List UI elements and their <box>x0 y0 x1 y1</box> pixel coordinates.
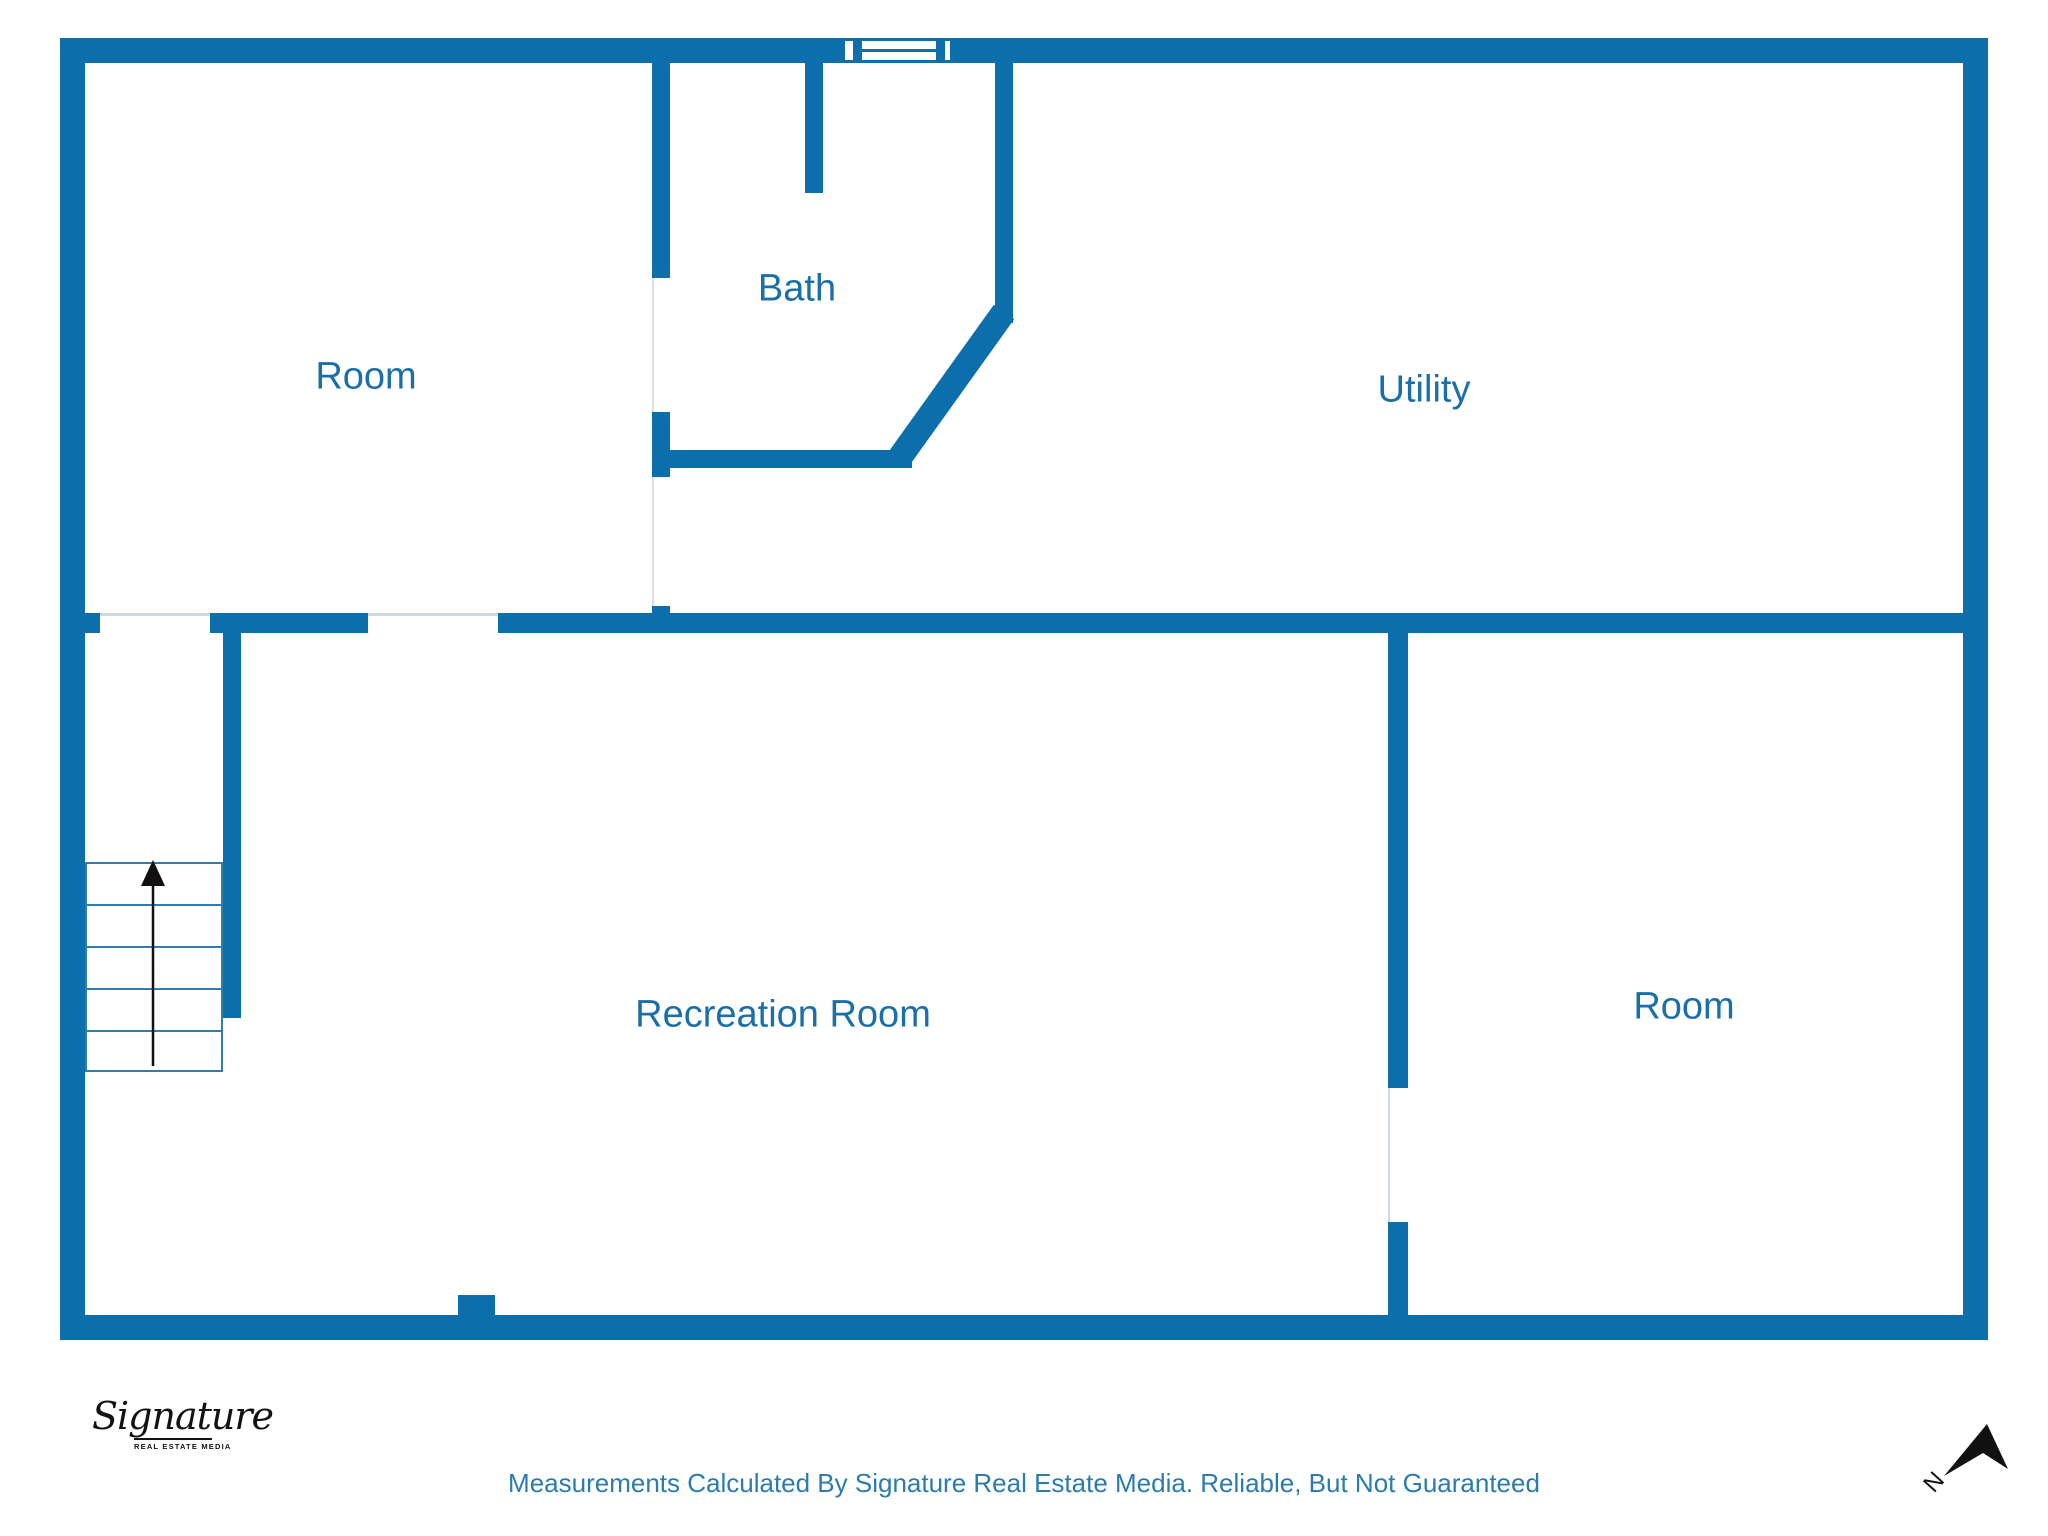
window-glass-line <box>862 49 936 52</box>
logo-tagline-text: REAL ESTATE MEDIA <box>134 1438 230 1451</box>
room-label-bottom-right: Room <box>1633 985 1735 1028</box>
stairs-icon <box>85 860 223 1072</box>
room-label-utility: Utility <box>1377 368 1471 411</box>
wall-rec-room-upper <box>1388 633 1408 1088</box>
wall-outer-left <box>60 38 85 1340</box>
wall-rec-room-lower <box>1388 1222 1408 1315</box>
opening-line-room-rec <box>652 477 654 607</box>
door-opening-line-rec-room <box>1388 1088 1390 1222</box>
window-icon <box>845 38 950 63</box>
wall-middle-stub-left <box>85 613 100 633</box>
window-jamb-right <box>936 38 945 63</box>
wall-joint-stub <box>652 606 670 615</box>
wall-outer-bottom <box>60 1315 1988 1340</box>
room-label-bath: Bath <box>757 267 837 310</box>
wall-bath-diagonal <box>887 304 1015 468</box>
wall-bath-right <box>995 63 1013 323</box>
door-opening-line-left <box>100 613 210 616</box>
wall-bath-inner <box>805 63 823 193</box>
company-logo: Signature REAL ESTATE MEDIA <box>92 1394 274 1451</box>
logo-brand-text: Signature <box>92 1394 274 1438</box>
window-jamb-left <box>853 38 862 63</box>
wall-room-bath-upper <box>652 63 670 278</box>
room-label-top-left: Room <box>315 355 417 398</box>
door-opening-line-bath <box>652 278 654 412</box>
door-opening-line-center <box>368 613 498 616</box>
measurements-disclaimer: Measurements Calculated By Signature Rea… <box>508 1468 1540 1498</box>
room-label-recreation: Recreation Room <box>635 993 931 1036</box>
wall-stairwell <box>223 633 241 1018</box>
window-frame-bottom <box>845 60 950 63</box>
window-frame-top <box>845 38 950 41</box>
stairs-up-arrow-icon <box>141 860 165 886</box>
wall-outer-top <box>60 38 1988 63</box>
wall-middle-segment-2 <box>498 613 1963 633</box>
wall-bottom-stub <box>458 1295 495 1315</box>
wall-bath-bottom <box>652 450 912 468</box>
wall-middle-segment-1 <box>210 613 368 633</box>
north-arrow-shape <box>1944 1424 2008 1476</box>
wall-outer-right <box>1963 38 1988 1340</box>
